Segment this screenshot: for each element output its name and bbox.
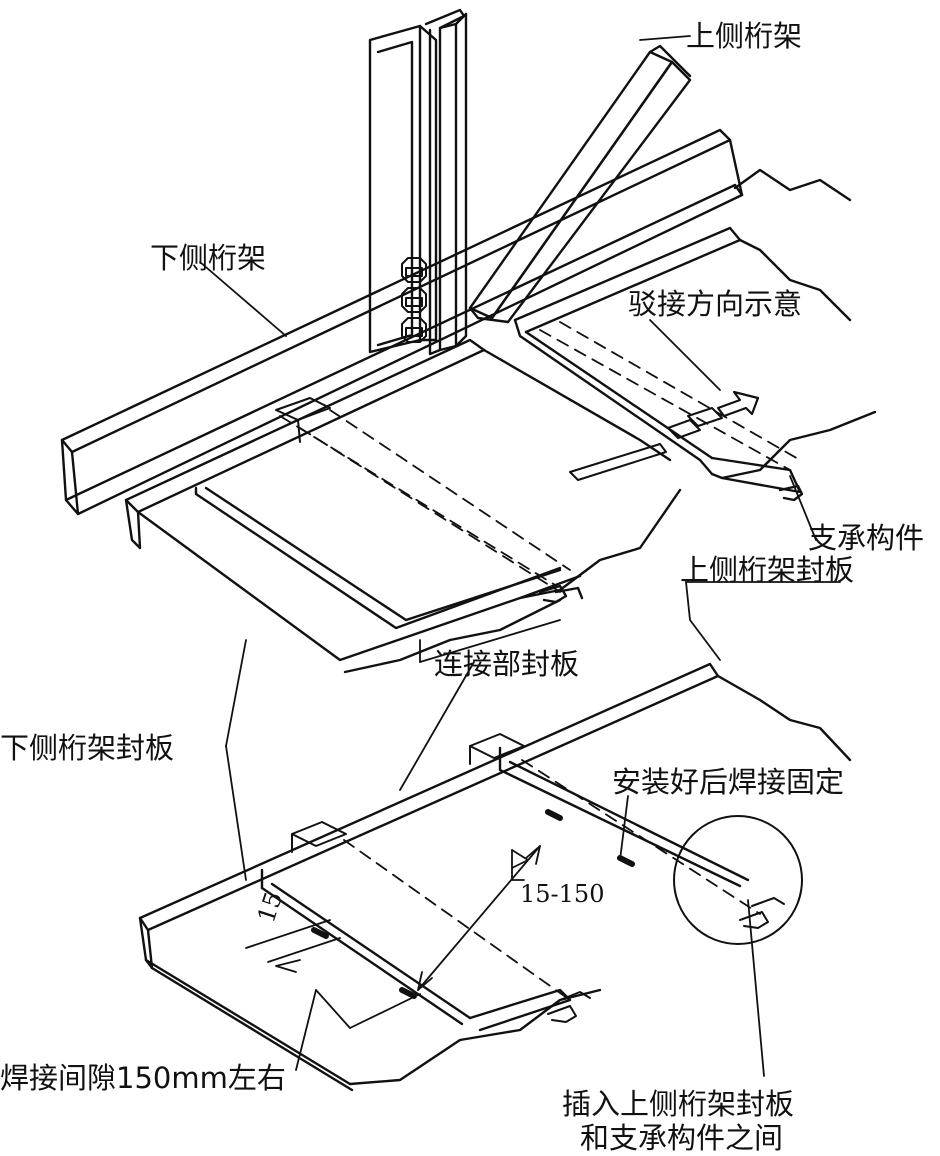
- joint-direction-arrow: [716, 390, 760, 418]
- label-weld-gap: 焊接间隙150mm左右: [0, 1061, 286, 1095]
- label-joint-cover: 连接部封板: [434, 647, 580, 681]
- detail-circle: [673, 815, 803, 945]
- label-lower-truss: 下侧桁架: [150, 241, 267, 275]
- lower-detail-slots: [291, 733, 785, 1023]
- bolts: [401, 257, 427, 343]
- weld-marks: [311, 809, 635, 999]
- label-weld-after-install: 安装好后焊接固定: [612, 765, 845, 799]
- label-upper-truss-cover: 上侧桁架封板: [680, 553, 855, 587]
- hidden-lines-upper: [279, 321, 801, 593]
- vertical-posts: [368, 8, 468, 356]
- label-upper-truss: 上侧桁架: [686, 19, 803, 53]
- label-lower-truss-cover: 下侧桁架封板: [0, 731, 175, 765]
- label-joint-direction: 驳接方向示意: [628, 287, 803, 321]
- dimension-weld-pitch: 15-150: [520, 880, 605, 908]
- upper-truss-diagonal: [468, 44, 692, 324]
- lower-detail-channel: [138, 662, 852, 1092]
- dimension-lines: [245, 845, 541, 1029]
- hidden-lines-lower: [343, 759, 761, 1001]
- label-insert-note-line2: 和支承构件之间: [580, 1121, 784, 1155]
- slot-pieces: [275, 397, 723, 481]
- label-insert-note-line1: 插入上侧桁架封板: [562, 1087, 795, 1121]
- label-support-member: 支承构件: [808, 521, 925, 555]
- lower-truss-angle: [60, 128, 852, 516]
- joint-cover-panel: [124, 338, 682, 674]
- leader-lines: [199, 35, 841, 1077]
